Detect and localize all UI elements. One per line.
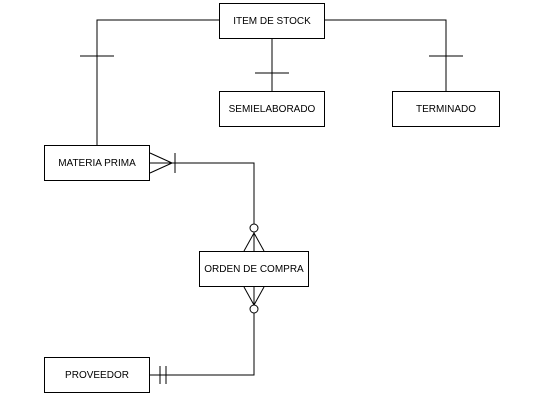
entity-orden-de-compra: ORDEN DE COMPRA <box>199 251 309 287</box>
connector-materia-orden <box>149 152 265 252</box>
connector-stock-materia-line <box>96 19 219 145</box>
entity-item-de-stock: ITEM DE STOCK <box>219 3 325 39</box>
materia-crowfoot-upper <box>149 152 173 164</box>
orden-bottom-crowfoot-left <box>243 286 255 306</box>
orden-bottom-zero-mark <box>249 304 259 314</box>
connector-stock-term-line <box>325 19 447 91</box>
entity-terminado-label: TERMINADO <box>416 103 476 115</box>
connector-orden-proveedor <box>150 286 265 384</box>
orden-top-crowfoot-left <box>243 232 255 252</box>
entity-proveedor-label: PROVEEDOR <box>65 369 129 381</box>
entity-item-de-stock-label: ITEM DE STOCK <box>233 15 311 27</box>
entity-terminado: TERMINADO <box>392 91 500 127</box>
entity-semielaborado: SEMIELABORADO <box>219 91 325 127</box>
connector-stock-term <box>325 19 463 91</box>
materia-crowfoot-lower <box>149 162 173 174</box>
connector-stock-semi <box>255 39 289 91</box>
entity-proveedor: PROVEEDOR <box>44 357 150 393</box>
connector-orden-proveedor-line <box>150 287 255 376</box>
orden-bottom-crowfoot-right <box>253 286 265 306</box>
entity-materia-prima: MATERIA PRIMA <box>44 145 150 181</box>
entity-materia-prima-label: MATERIA PRIMA <box>58 157 136 169</box>
entity-orden-de-compra-label: ORDEN DE COMPRA <box>204 263 304 275</box>
orden-top-crowfoot-right <box>253 232 265 252</box>
orden-top-zero-mark <box>249 223 259 233</box>
connector-materia-orden-line <box>150 162 255 251</box>
entity-semielaborado-label: SEMIELABORADO <box>228 103 316 115</box>
connector-stock-materia <box>80 19 219 145</box>
